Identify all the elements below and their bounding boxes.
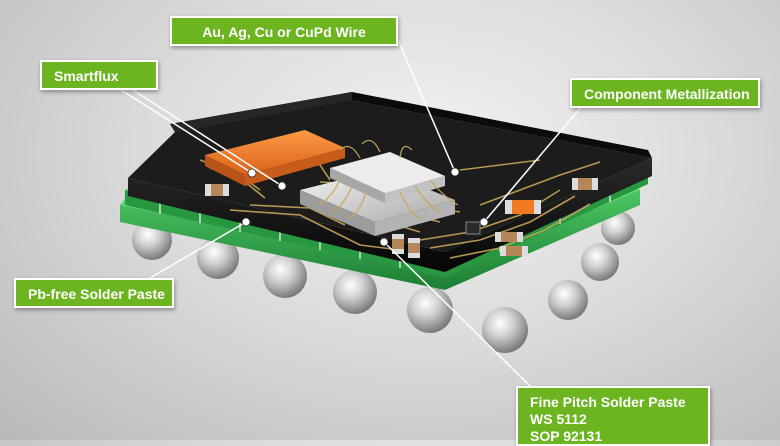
callout-markers [241,167,489,247]
solder-ball-array [132,211,635,353]
silver-die-stack [300,139,459,236]
callout-smartflux: Smartflux [40,60,158,90]
callout-leaders [117,39,583,387]
callout-pb-free-solder-paste: Pb-free Solder Paste [14,278,174,308]
fine-pitch-product-1: WS 5112 [530,411,587,427]
callout-component-metallization: Component Metallization [570,78,760,108]
fine-pitch-title: Fine Pitch Solder Paste [530,394,686,410]
orange-die [205,130,345,186]
callout-wire: Au, Ag, Cu or CuPd Wire [170,16,398,46]
passive-components [205,178,598,258]
fine-pitch-product-2: SOP 92131 [530,428,603,444]
callout-fine-pitch-solder-paste: Fine Pitch Solder Paste WS 5112 SOP 9213… [516,386,710,446]
